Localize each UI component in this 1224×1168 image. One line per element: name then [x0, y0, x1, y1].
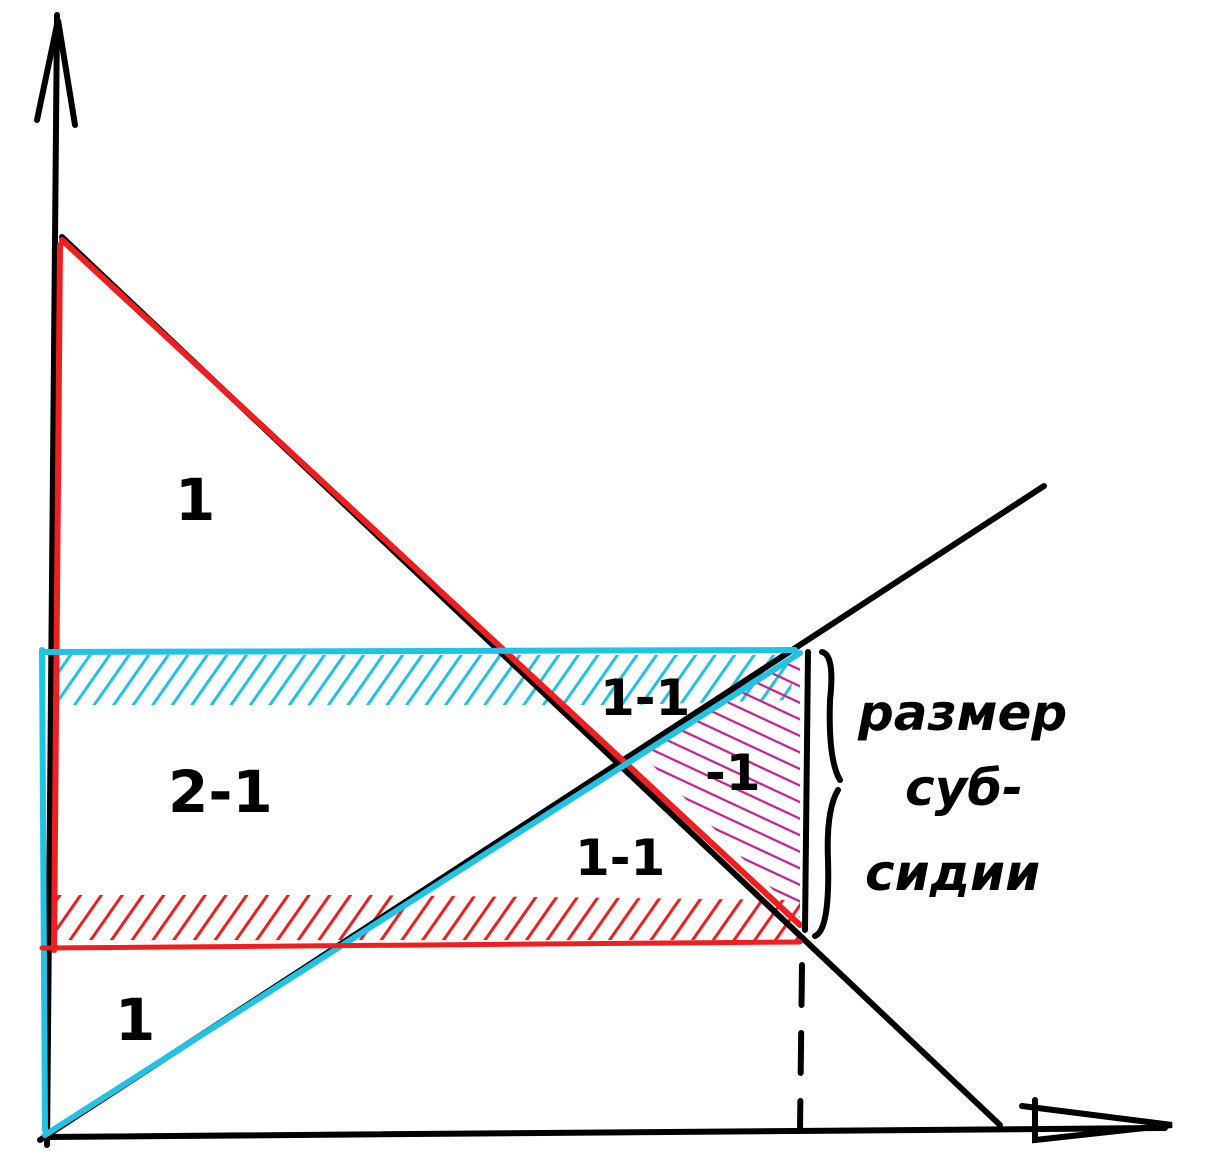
annotation-line-1: размер — [857, 684, 1067, 742]
subsidy-wedge-line — [802, 649, 811, 933]
y-axis-arrowhead — [34, 19, 78, 128]
blue-y-axis-segment — [39, 647, 48, 1133]
subsidy-brace-lower — [812, 787, 841, 939]
red-y-axis-segment — [51, 242, 63, 953]
region-label-bottom-triangle: 1 — [115, 986, 155, 1054]
annotation-line-3: сидии — [865, 844, 1040, 902]
quantity-dashed-line — [797, 962, 805, 1133]
blue-hatched-band — [52, 655, 795, 705]
region-label-top-triangle: 1 — [175, 466, 215, 534]
region-label-upper-middle: 2-1 — [168, 758, 273, 826]
subsidy-brace-upper — [819, 649, 843, 783]
producer-price-line — [39, 939, 803, 951]
region-label-blue-band-triangle: 1-1 — [600, 669, 690, 727]
magenta-hatched-triangle — [640, 650, 800, 918]
x-axis — [42, 1097, 1173, 1144]
y-axis — [34, 12, 78, 1148]
consumer-price-line — [42, 647, 798, 655]
region-label-magenta-triangle: -1 — [705, 744, 761, 802]
region-label-lower-triangle: 1-1 — [575, 829, 665, 887]
x-axis-arrowhead — [1019, 1097, 1173, 1144]
supply-curve-blue-overlay — [42, 650, 803, 1138]
red-hatched-band — [52, 895, 800, 940]
demand-curve-red-overlay — [59, 237, 803, 928]
annotation-line-2: суб- — [905, 759, 1023, 817]
